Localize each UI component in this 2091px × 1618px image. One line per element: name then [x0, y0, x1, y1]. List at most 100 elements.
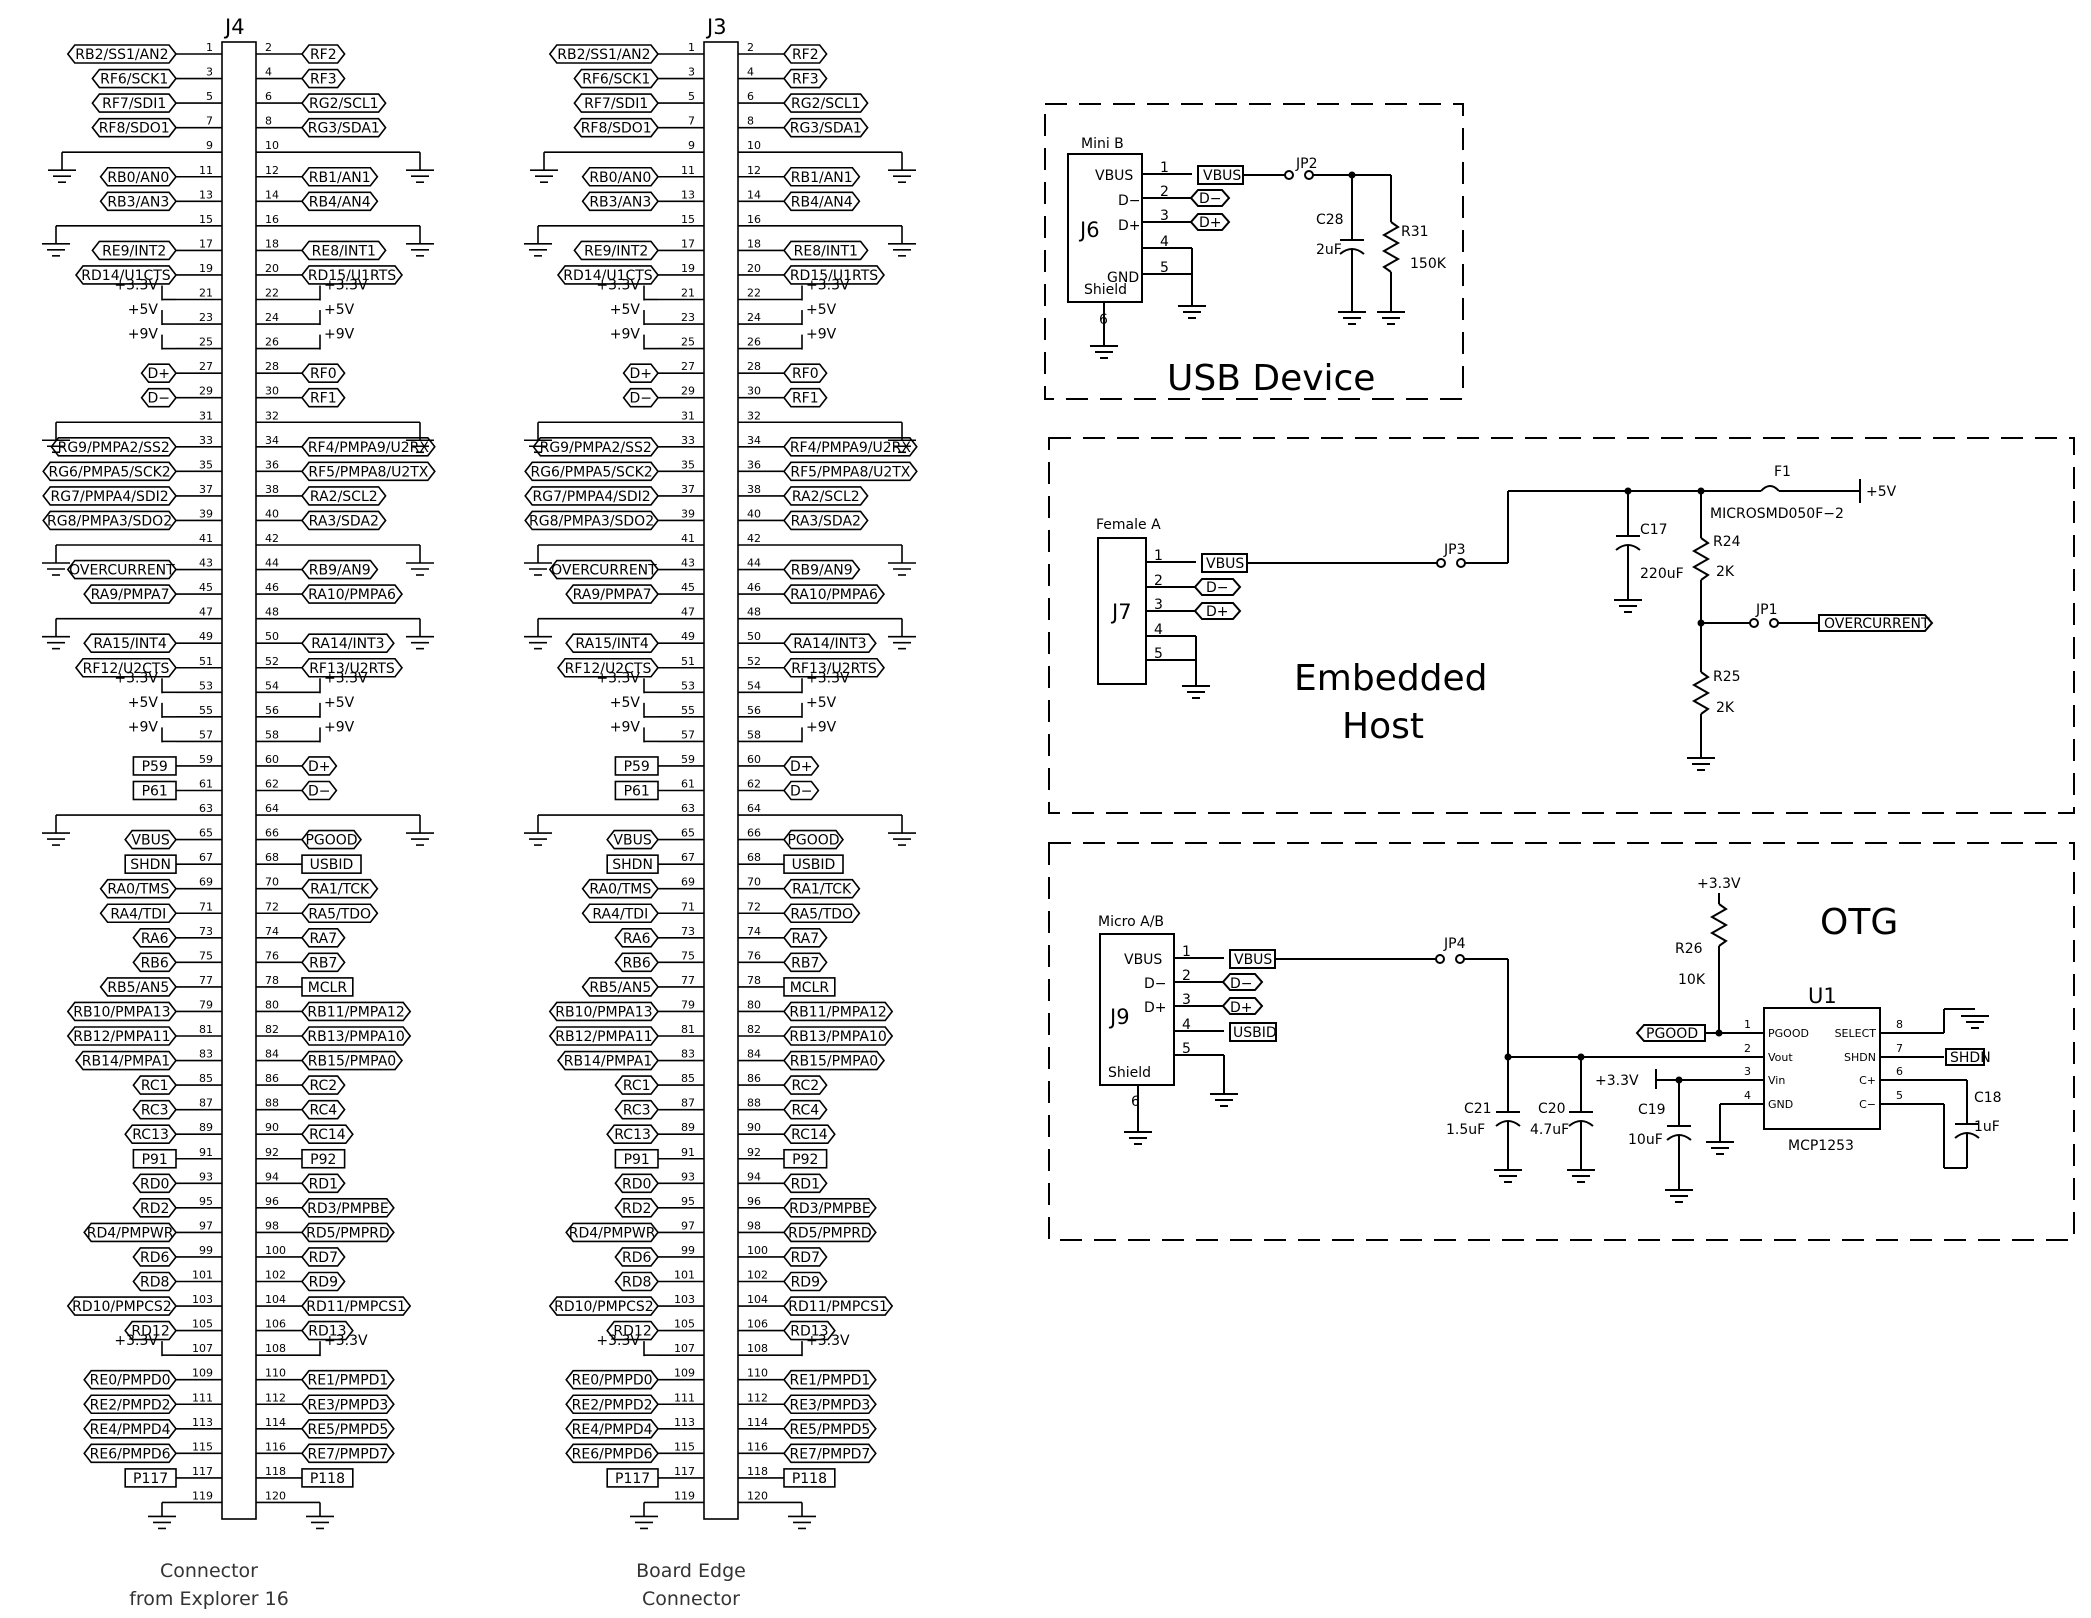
pin-number-94: 94 — [747, 1170, 761, 1183]
pin-number-13: 13 — [199, 188, 213, 201]
net-label-left-105: RD12 — [613, 1324, 651, 1340]
net-label-right-8: RG3/SDA1 — [308, 121, 380, 137]
power-left-21: +3.3V — [114, 278, 158, 294]
c18-ref: C18 — [1974, 1090, 2002, 1106]
net-label-right-114: RE5/PMPD5 — [307, 1422, 388, 1438]
r31-ref: R31 — [1401, 224, 1429, 240]
net-label-right-116: RE7/PMPD7 — [307, 1446, 388, 1462]
pin-number-58: 58 — [265, 728, 279, 741]
net-label-right-50: RA14/INT3 — [311, 636, 384, 652]
pin-number-29: 29 — [681, 385, 695, 398]
net-label-left-103: RD10/PMPCS2 — [554, 1299, 654, 1315]
pin-number-114: 114 — [747, 1416, 768, 1429]
pin-number-102: 102 — [747, 1269, 768, 1282]
net-label-right-18: RE8/INT1 — [794, 243, 858, 259]
j9-pnum-3: 3 — [1182, 992, 1191, 1008]
r24-val: 2K — [1716, 564, 1735, 580]
u1-pin-gnd: GND — [1768, 1098, 1793, 1111]
net-label-left-75: RB6 — [141, 955, 169, 971]
pin-number-112: 112 — [265, 1391, 286, 1404]
net-label-left-51: RF12/U2CTS — [565, 661, 652, 677]
net-label-left-67: SHDN — [130, 857, 171, 873]
pin-number-38: 38 — [747, 483, 761, 496]
net-label-left-95: RD2 — [140, 1201, 169, 1217]
pin-number-116: 116 — [747, 1440, 768, 1453]
net-label-right-18: RE8/INT1 — [312, 243, 376, 259]
net-label-left-81: RB12/PMPA11 — [555, 1029, 652, 1045]
net-label-left-11: RB0/AN0 — [107, 170, 169, 186]
pin-number-73: 73 — [199, 925, 213, 938]
net-label-right-76: RB7 — [791, 955, 819, 971]
j7-conn-name: Female A — [1096, 517, 1161, 533]
net-label-right-112: RE3/PMPD3 — [789, 1397, 870, 1413]
pin-number-44: 44 — [747, 557, 761, 570]
otg-supply-vin: +3.3V — [1595, 1073, 1639, 1089]
net-label-left-7: RF8/SDO1 — [99, 121, 170, 137]
pin-number-105: 105 — [192, 1318, 213, 1331]
r31-val: 150K — [1410, 256, 1447, 272]
net-label-left-13: RB3/AN3 — [589, 194, 651, 210]
c17-ref: C17 — [1640, 522, 1668, 538]
net-label-right-72: RA5/TDO — [308, 906, 371, 922]
pin-number-1: 1 — [688, 41, 695, 54]
net-label-right-94: RD1 — [791, 1176, 820, 1192]
net-label-right-66: PGOOD — [305, 833, 357, 849]
pin-number-28: 28 — [747, 360, 761, 373]
pin-number-81: 81 — [681, 1023, 695, 1036]
pin-number-24: 24 — [265, 311, 279, 324]
pin-number-96: 96 — [747, 1195, 761, 1208]
net-label-left-7: RF8/SDO1 — [581, 121, 652, 137]
net-label-right-52: RF13/U2RTS — [309, 661, 395, 677]
net-label-right-46: RA10/PMPA6 — [308, 587, 396, 603]
pin-number-72: 72 — [747, 900, 761, 913]
pin-number-61: 61 — [199, 778, 213, 791]
jp2-label: JP2 — [1295, 156, 1317, 172]
pin-number-118: 118 — [747, 1465, 768, 1478]
net-label-left-17: RE9/INT2 — [584, 243, 648, 259]
j7-pnum-5: 5 — [1154, 646, 1163, 662]
net-label-right-44: RB9/AN9 — [791, 563, 853, 579]
net-label-right-80: RB11/PMPA12 — [307, 1004, 404, 1020]
net-label-left-3: RF6/SCK1 — [100, 72, 168, 88]
net-label-right-62: D− — [790, 784, 813, 800]
power-right-26: +9V — [324, 327, 355, 343]
pin-number-8: 8 — [265, 115, 272, 128]
net-label-right-34: RF4/PMPA9/U2RX — [790, 440, 912, 456]
pin-number-13: 13 — [681, 188, 695, 201]
pin-number-79: 79 — [199, 998, 213, 1011]
net-label-left-73: RA6 — [141, 931, 169, 947]
power-right-58: +9V — [806, 719, 837, 735]
pin-number-8: 8 — [747, 115, 754, 128]
c17-val: 220uF — [1640, 566, 1684, 582]
pin-number-83: 83 — [199, 1048, 213, 1061]
pin-number-111: 111 — [674, 1391, 695, 1404]
pin-number-103: 103 — [192, 1293, 213, 1306]
u1-pin-vout: Vout — [1768, 1051, 1793, 1064]
net-label-left-87: RC3 — [141, 1103, 169, 1119]
net-label-left-39: RG8/PMPA3/SDO2 — [529, 513, 654, 529]
header-caption-2: Connector — [642, 1588, 740, 1610]
pin-number-120: 120 — [265, 1489, 286, 1502]
net-label-right-102: RD9 — [791, 1275, 820, 1291]
pin-number-54: 54 — [265, 679, 279, 692]
pin-number-35: 35 — [681, 458, 695, 471]
net-label-right-60: D+ — [308, 759, 331, 775]
pin-number-67: 67 — [199, 851, 213, 864]
pin-number-50: 50 — [265, 630, 279, 643]
net-label-left-93: RD0 — [622, 1176, 651, 1192]
c20-val: 4.7uF — [1530, 1122, 1569, 1138]
pin-number-55: 55 — [199, 704, 213, 717]
u1-body — [1763, 1007, 1881, 1130]
net-label-right-36: RF5/PMPA8/U2TX — [308, 464, 428, 480]
net-label-right-100: RD7 — [309, 1250, 338, 1266]
j7-pnum-1: 1 — [1154, 548, 1163, 564]
pin-number-60: 60 — [265, 753, 279, 766]
net-label-right-66: PGOOD — [787, 833, 839, 849]
power-right-24: +5V — [324, 302, 355, 318]
net-label-right-98: RD5/PMPRD — [306, 1225, 390, 1241]
pin-number-107: 107 — [192, 1342, 213, 1355]
pin-number-89: 89 — [199, 1121, 213, 1134]
net-label-left-45: RA9/PMPA7 — [573, 587, 652, 603]
pin-number-54: 54 — [747, 679, 761, 692]
pin-number-22: 22 — [265, 287, 279, 300]
